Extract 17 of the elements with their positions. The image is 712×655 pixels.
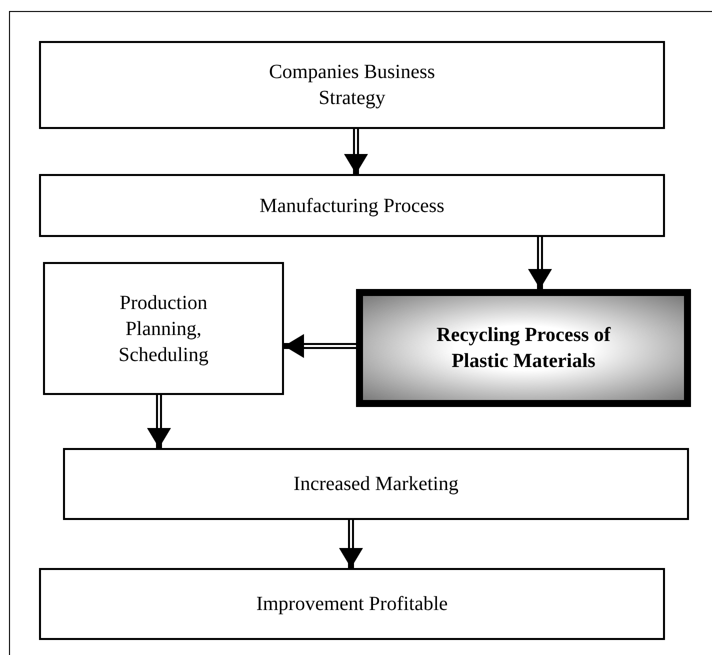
process-box xyxy=(39,568,665,640)
double-arrow xyxy=(147,395,171,448)
process-box xyxy=(63,448,689,520)
box-label: Increased Marketing xyxy=(294,472,458,497)
box-label: Manufacturing Process xyxy=(260,194,444,218)
box-label: Companies Business Strategy xyxy=(268,60,436,111)
box-label: Improvement Profitable xyxy=(256,592,448,617)
process-box xyxy=(356,289,691,407)
process-box xyxy=(39,41,665,129)
double-arrow xyxy=(344,129,368,174)
box-label: Recycling Process of Plastic Materials xyxy=(435,323,612,374)
process-box xyxy=(39,174,665,237)
box-label: Production Planning, Scheduling xyxy=(118,290,210,368)
double-arrow xyxy=(339,520,363,568)
double-arrow xyxy=(528,237,552,289)
double-arrow xyxy=(284,334,356,358)
process-box xyxy=(43,262,284,395)
